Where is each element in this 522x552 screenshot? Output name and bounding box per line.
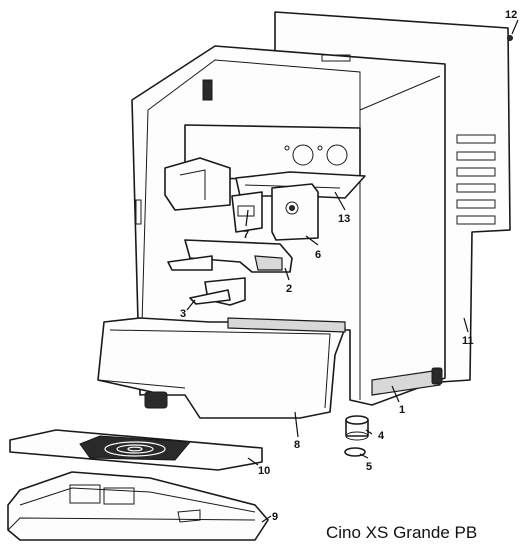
- leader-lines: [186, 19, 519, 523]
- rear-panel-vent-slots: [456, 134, 496, 225]
- callout-2: 2: [286, 283, 292, 295]
- callout-3: 3: [180, 308, 186, 320]
- callout-10: 10: [258, 465, 270, 477]
- bracket-part-7: [231, 191, 263, 233]
- diagram-caption: Cino XS Grande PB: [326, 523, 478, 542]
- callout-12: 12: [505, 9, 517, 21]
- callout-4: 4: [378, 430, 385, 442]
- callout-11: 11: [462, 335, 474, 347]
- cup-part-4: [345, 415, 369, 441]
- grill-pattern: [79, 435, 192, 461]
- callout-6: 6: [315, 249, 321, 261]
- housing-vent: [202, 79, 213, 101]
- callout-1: 1: [399, 404, 405, 416]
- outlet-part-2: [167, 239, 293, 273]
- callout-5: 5: [366, 461, 372, 473]
- nozzle-part-3: [189, 277, 246, 306]
- base-tray-part-9: [7, 471, 269, 541]
- callout-8: 8: [294, 439, 300, 451]
- mixer-block-part-6: [271, 183, 319, 241]
- callout-9: 9: [272, 511, 278, 523]
- callout-numbers: 12 13 7 6 2 3 11 1 4 5 8 10 9: [180, 9, 517, 523]
- grill-plate-part-10: [9, 429, 263, 471]
- callout-13: 13: [338, 213, 350, 225]
- callout-7: 7: [243, 229, 249, 241]
- mount-block: [164, 157, 231, 211]
- screw-part-12: [507, 35, 513, 41]
- drip-tray-part-8: [97, 317, 346, 419]
